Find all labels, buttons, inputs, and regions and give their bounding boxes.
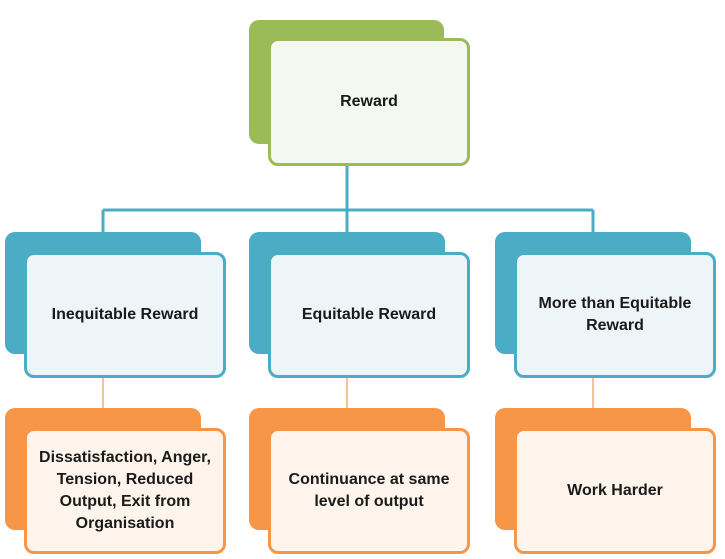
- outcome-node-label: Dissatisfaction, Anger, Tension, Reduced…: [39, 449, 211, 532]
- outcome-node-equitable: Continuance at same level of output: [268, 428, 470, 554]
- outcome-node-more-than-equitable: Work Harder: [514, 428, 716, 554]
- root-node: Reward: [268, 38, 470, 166]
- branch-node-inequitable: Inequitable Reward: [24, 252, 226, 378]
- outcome-node-inequitable: Dissatisfaction, Anger, Tension, Reduced…: [24, 428, 226, 554]
- branch-node-label: Equitable Reward: [301, 306, 437, 323]
- root-node-label: Reward: [340, 93, 398, 110]
- outcome-node-label: Continuance at same level of output: [288, 471, 450, 510]
- branch-node-more-than-equitable: More than Equitable Reward: [514, 252, 716, 378]
- branch-node-label: More than Equitable Reward: [538, 295, 692, 334]
- outcome-node-label: Work Harder: [567, 482, 663, 499]
- branch-node-label: Inequitable Reward: [51, 306, 199, 323]
- branch-node-equitable: Equitable Reward: [268, 252, 470, 378]
